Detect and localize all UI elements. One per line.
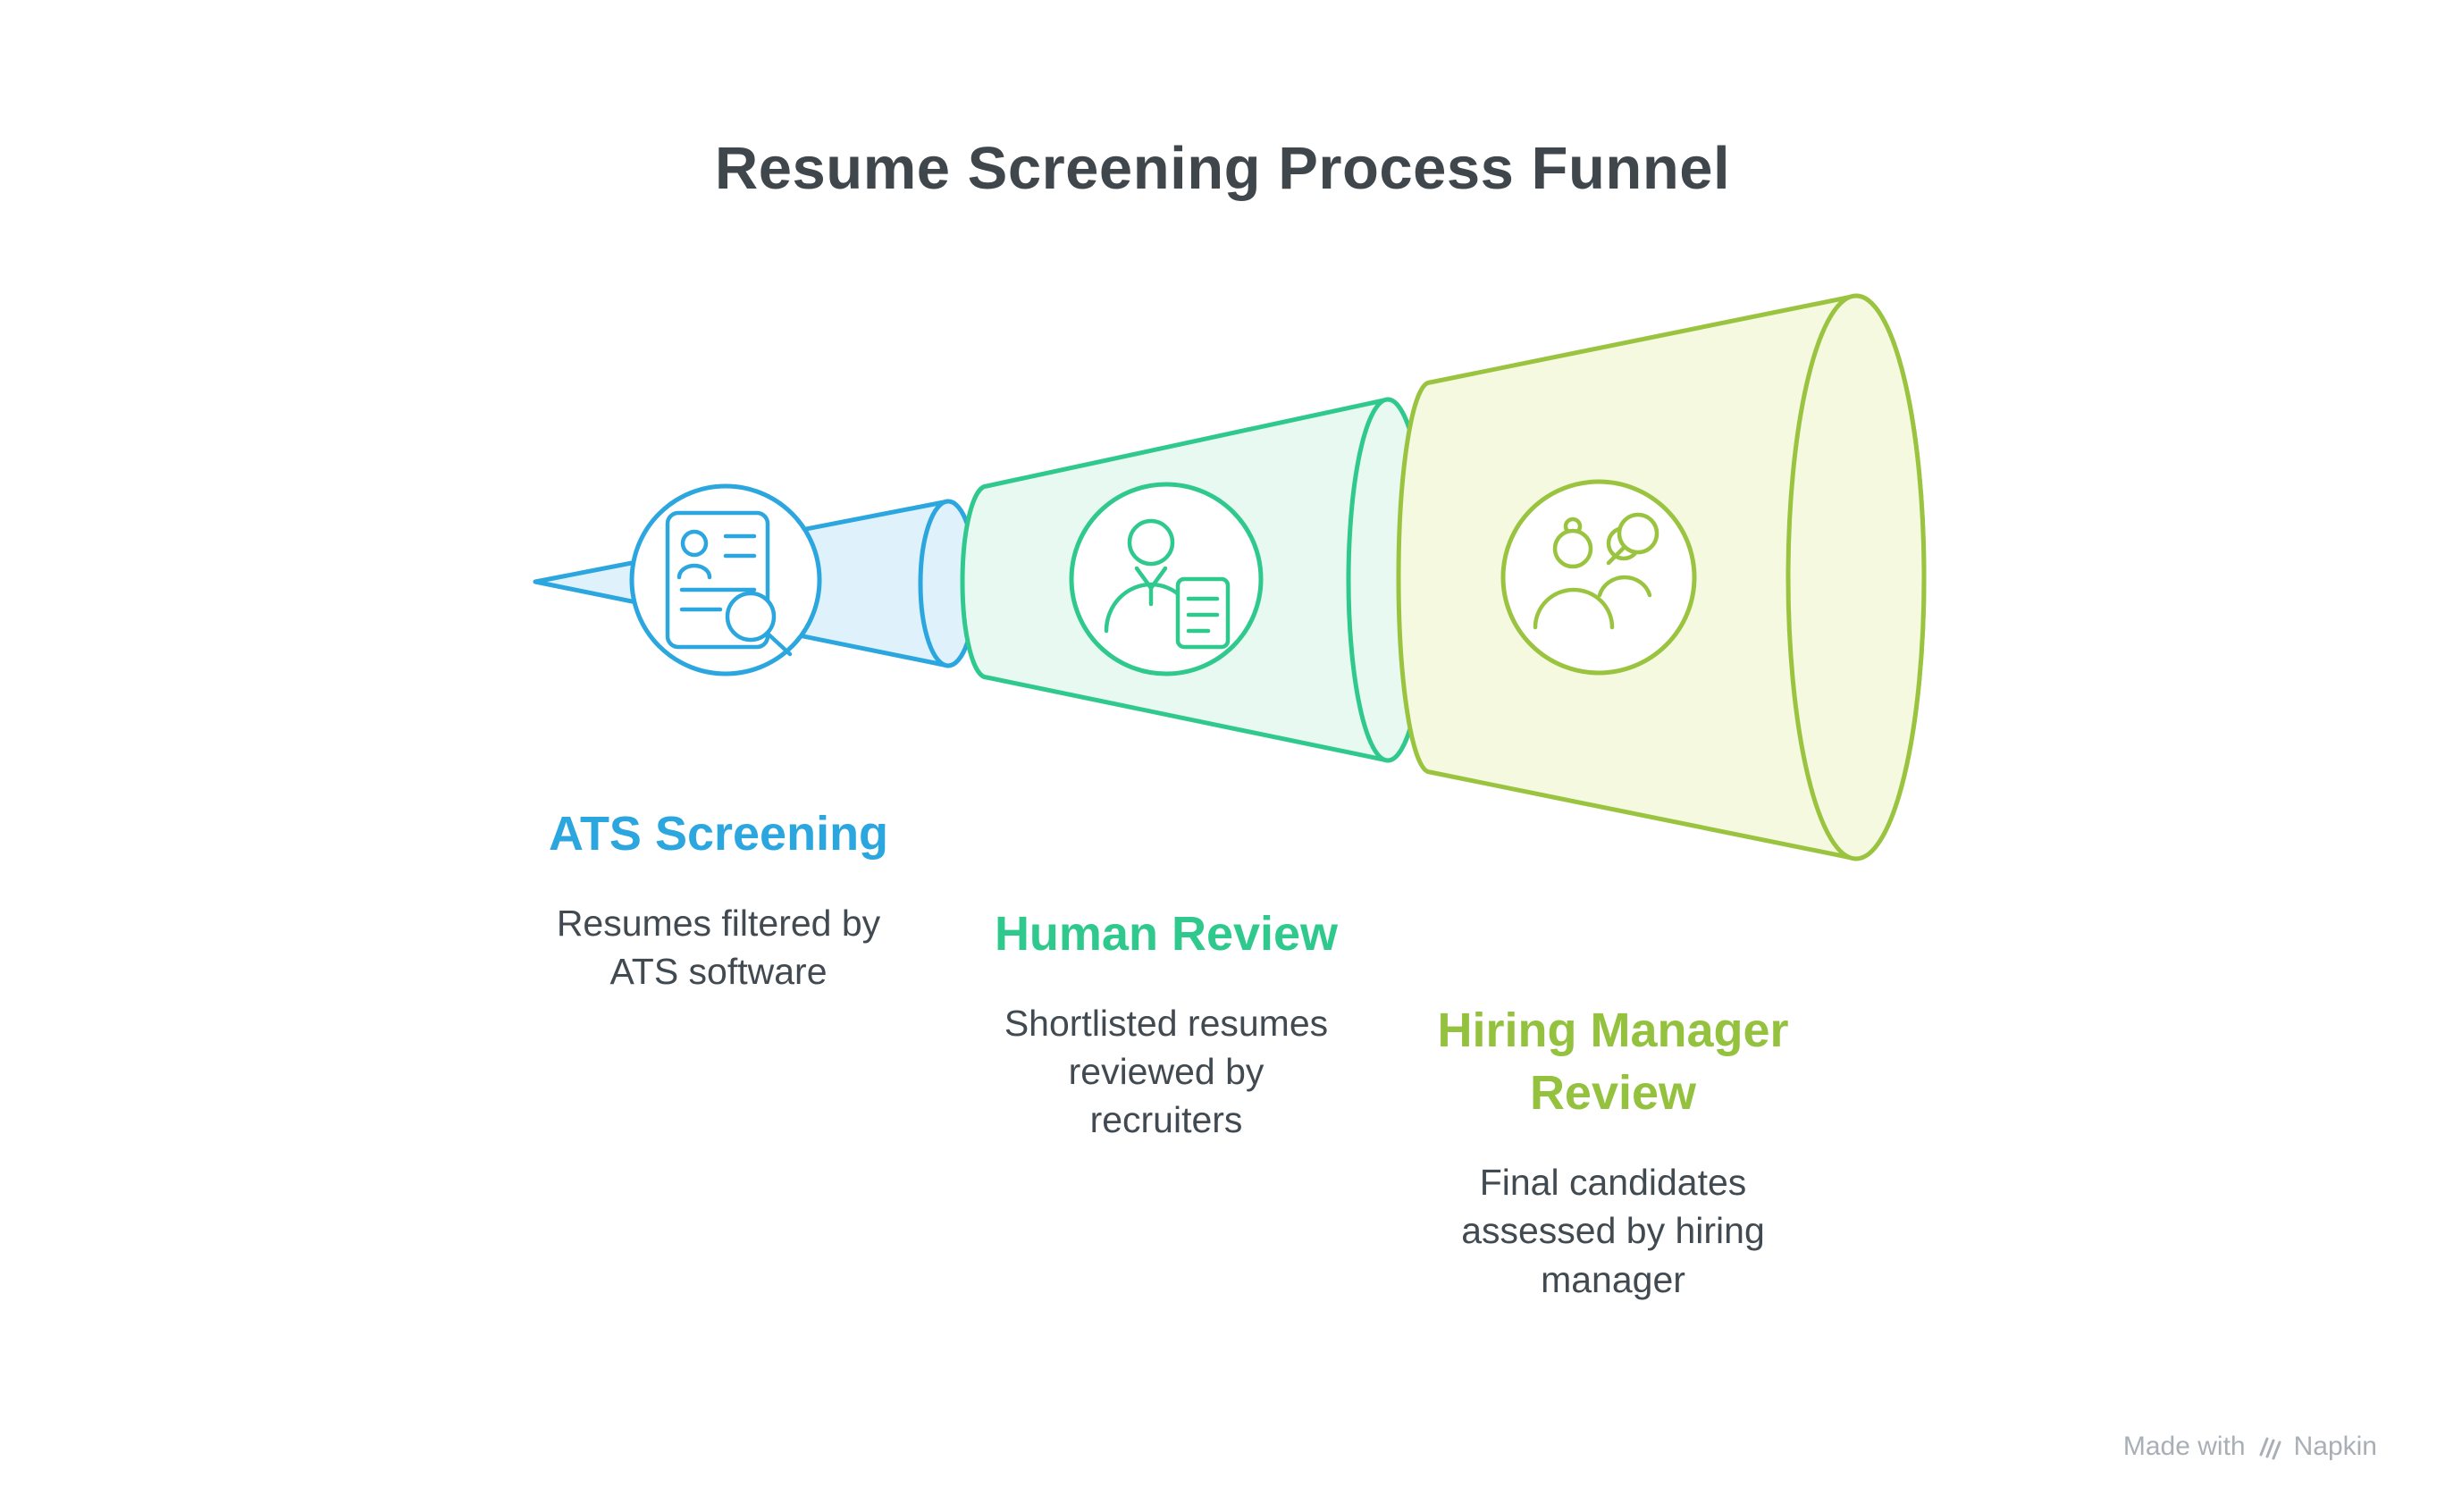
- stage-hiring-description: Final candidates assessed by hiring mana…: [1461, 1162, 1765, 1300]
- stage-human-label-block: Human Review Shortlisted resumes reviewe…: [970, 903, 1363, 1145]
- made-with-text: Made with: [2122, 1432, 2246, 1461]
- resume-magnifier-icon: [629, 483, 822, 676]
- stage-ats-description: Resumes filtered by ATS software: [556, 903, 881, 993]
- made-with-napkin-attribution: Made with Napkin: [2123, 1432, 2377, 1462]
- recruiter-with-document-icon: [1069, 482, 1264, 676]
- stage-hiring-label-block: Hiring Manager Review Final candidates a…: [1416, 999, 1810, 1304]
- stage-hiring-title: Hiring Manager Review: [1437, 1004, 1789, 1121]
- page-title: Resume Screening Process Funnel: [714, 135, 1731, 202]
- human-icon-circle: [1069, 482, 1264, 676]
- stage-hiring-rim: [1785, 293, 1927, 861]
- stage-human-description: Shortlisted resumes reviewed by recruite…: [1004, 1003, 1329, 1141]
- managers-with-magnifier-icon: [1500, 479, 1697, 676]
- stage-human-title: Human Review: [994, 907, 1339, 961]
- napkin-brand-text: Napkin: [2293, 1432, 2377, 1461]
- stage-ats-title: ATS Screening: [548, 807, 889, 861]
- napkin-logo-icon: [2259, 1437, 2281, 1460]
- hiring-icon-circle: [1500, 479, 1697, 676]
- stage-ats-label-block: ATS Screening Resumes filtered by ATS so…: [522, 802, 915, 995]
